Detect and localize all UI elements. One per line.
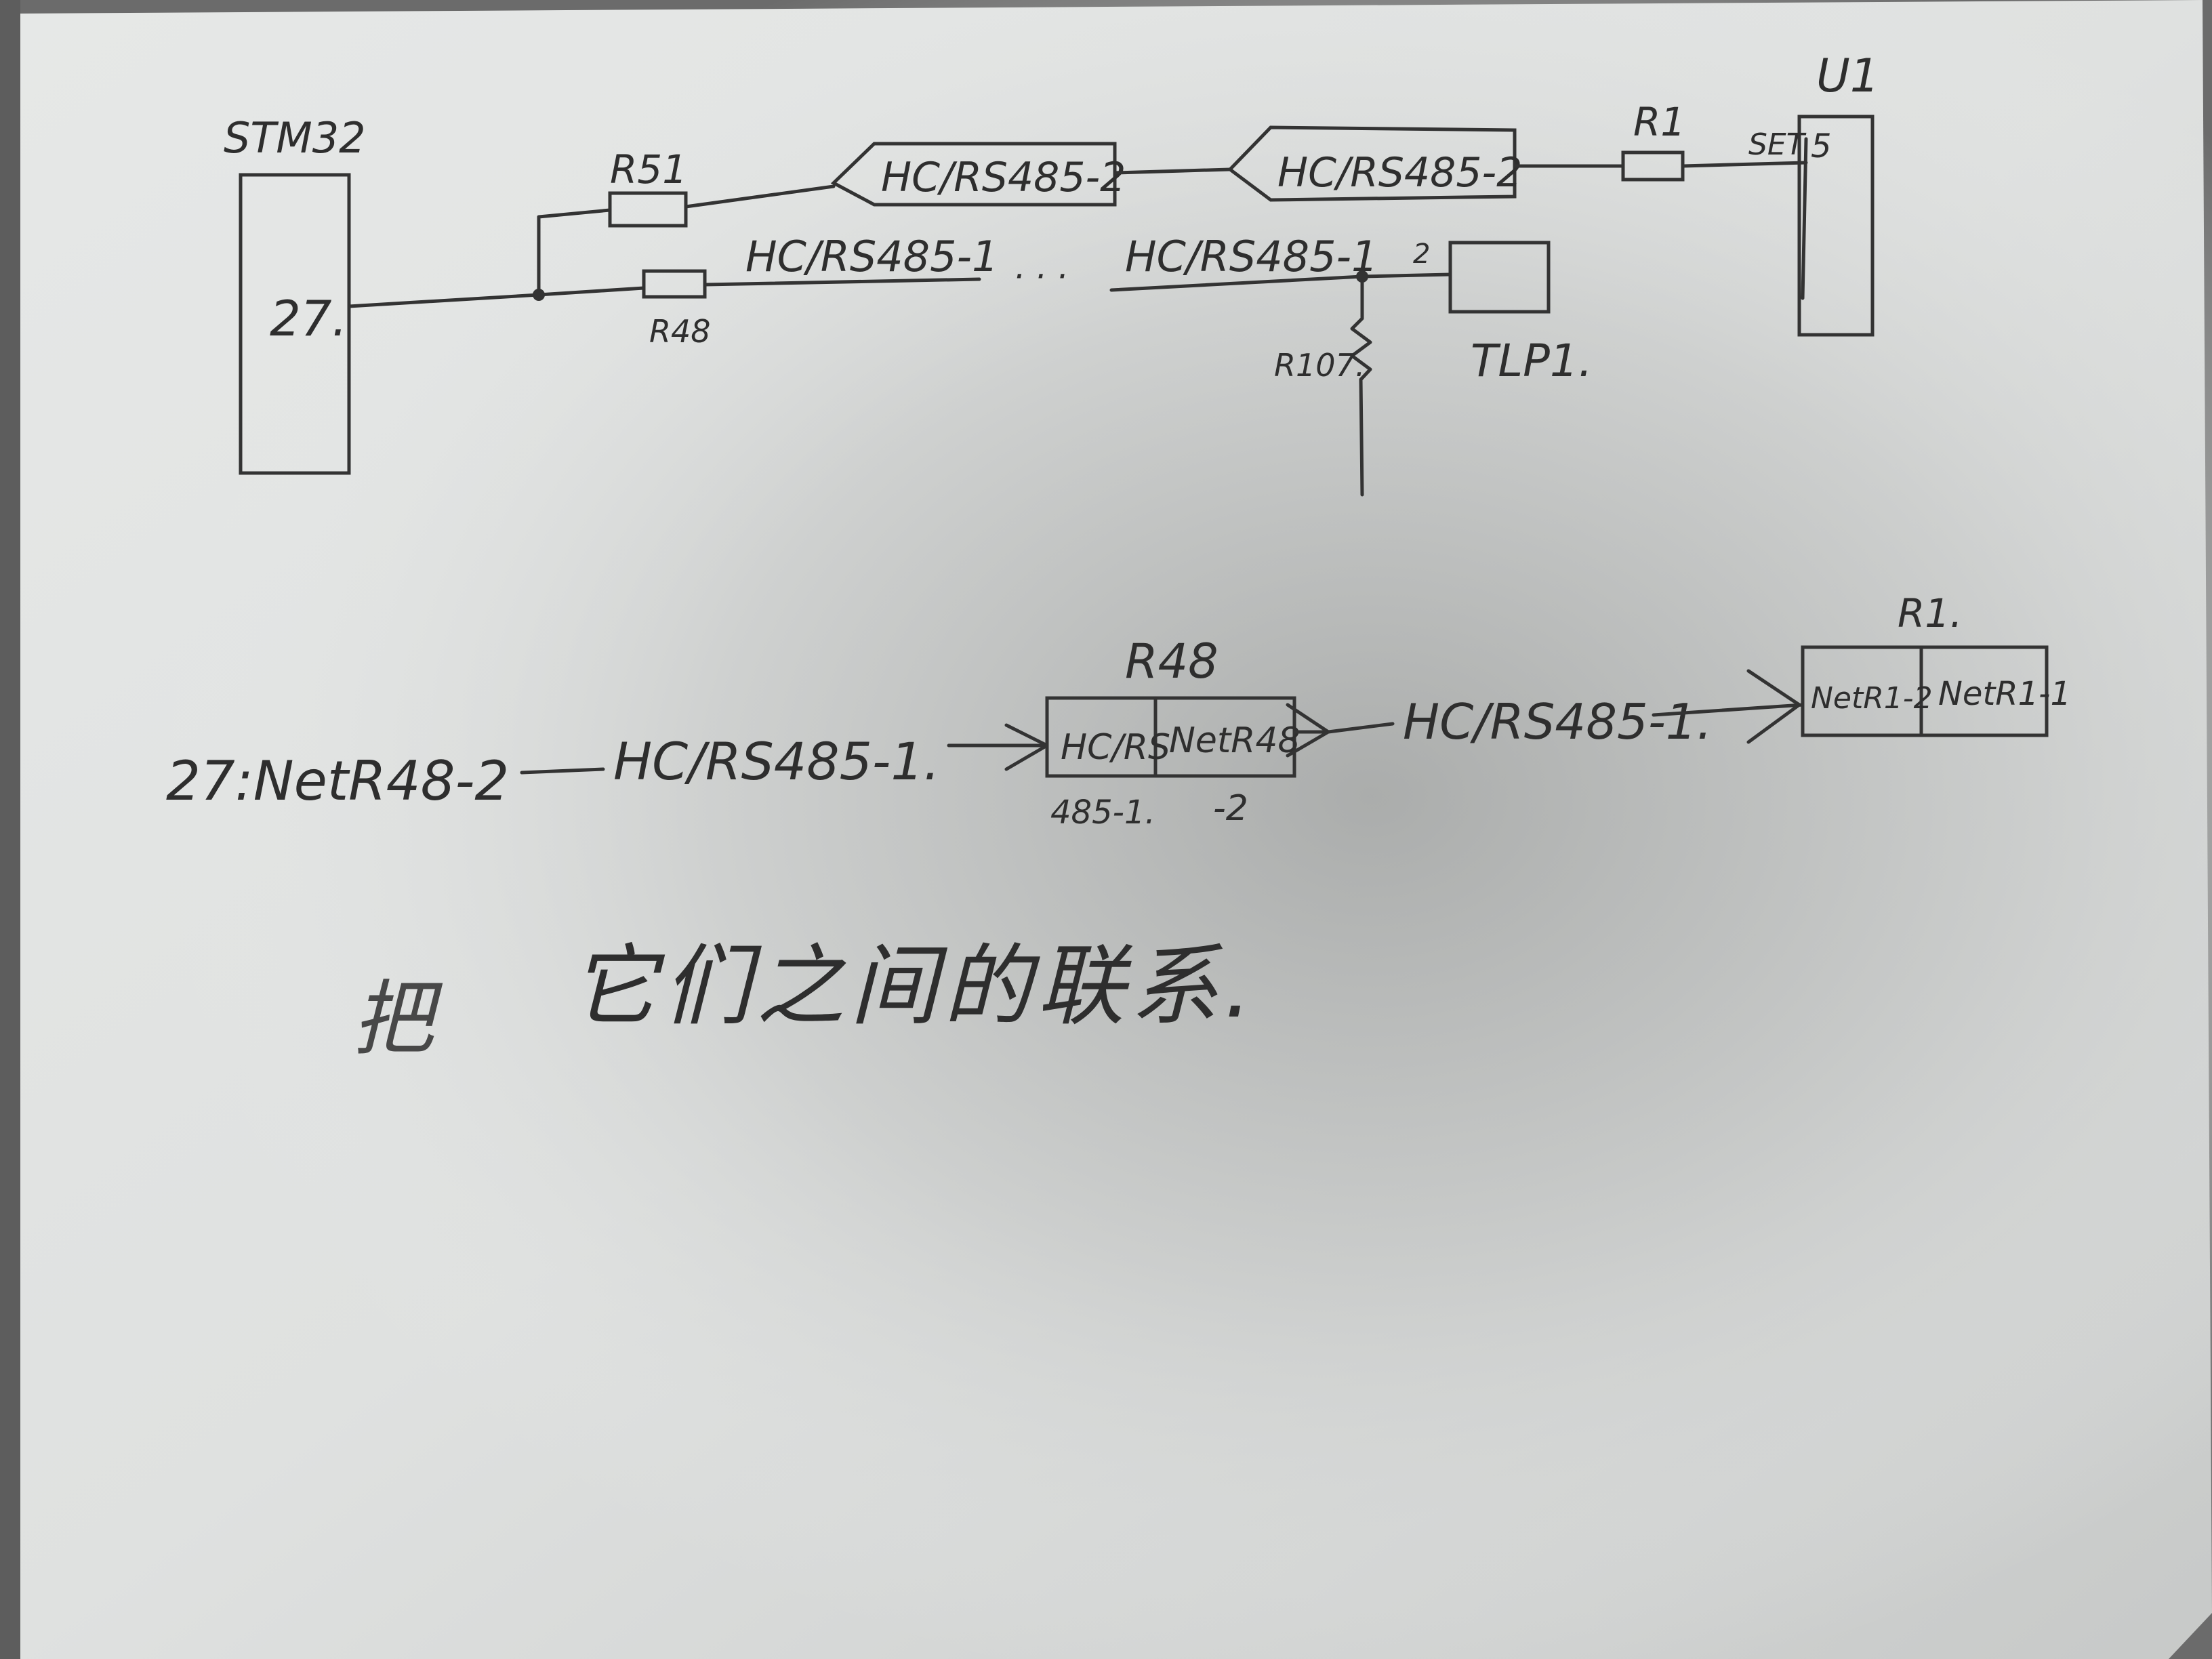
net-ellipsis: · · · xyxy=(1013,257,1067,296)
u1-chip xyxy=(1797,115,1875,337)
netlist-r48-cell2-sub: -2 xyxy=(1213,788,1248,829)
note-text: 它们之间的联系. xyxy=(569,935,1257,1038)
resistor-r51 xyxy=(608,191,688,228)
stm32-label: STM32 xyxy=(224,113,366,163)
netlist-start: 27:NetR48-2 xyxy=(166,750,509,813)
r1-label: R1 xyxy=(1633,99,1685,145)
wire-r48-out xyxy=(703,277,981,287)
note-prefix: 把 xyxy=(352,972,443,1067)
r51-label: R51 xyxy=(610,146,687,192)
netlist-r48-cell1: HC/RS xyxy=(1061,727,1170,768)
netlist-arrow-1 xyxy=(947,723,1049,771)
netlist-net-left: HC/RS485-1. xyxy=(613,731,940,792)
wire-pin27 xyxy=(347,293,541,308)
r107-label: R107. xyxy=(1274,347,1365,384)
stm32-chip xyxy=(239,173,351,475)
wire-to-r48 xyxy=(537,286,646,297)
wire-r51-out xyxy=(684,184,836,209)
background-edge xyxy=(0,0,20,1659)
netlist-r1-cell2: NetR1-1 xyxy=(1938,675,2071,713)
netlist-dash-1 xyxy=(520,767,605,775)
netlist-r48-cell2: NetR48 xyxy=(1169,720,1300,761)
wire-ports-upper xyxy=(1113,167,1232,175)
netlist-arrow-2 xyxy=(1286,703,1395,758)
tlp1-pin: 2 xyxy=(1413,239,1430,270)
tlp1-chip xyxy=(1448,241,1551,314)
port-hc-rs485-2-right-label: HC/RS485-2 xyxy=(1277,149,1522,197)
port-hc-rs485-2-right xyxy=(1227,125,1517,202)
port-hc-rs485-2-left-label: HC/RS485-2 xyxy=(881,154,1126,201)
netlist-r1-cell1: NetR1-2 xyxy=(1811,681,1933,716)
netlist-r1-box xyxy=(1801,645,2049,737)
wire-net-right xyxy=(1109,274,1364,292)
wire-branch-up xyxy=(537,208,612,297)
wire-r107 xyxy=(1350,274,1372,497)
wire-r1-to-u1 xyxy=(1681,161,1808,168)
netlist-arrow-3 xyxy=(1652,669,1805,744)
net-hc-rs485-1-left: HC/RS485-1 xyxy=(745,232,998,281)
netlist-r48-title: R48 xyxy=(1125,634,1218,689)
netlist-r1-title: R1. xyxy=(1898,590,1963,636)
wire-to-tlp1 xyxy=(1360,272,1452,279)
u1-pin-name: SET xyxy=(1748,127,1807,162)
stm32-pin-label: 27. xyxy=(270,290,348,347)
u1-pin-number: 5 xyxy=(1811,127,1832,165)
net-hc-rs485-1-right: HC/RS485-1 xyxy=(1125,232,1378,281)
r48-label: R48 xyxy=(649,313,711,350)
tlp1-label: TLP1. xyxy=(1471,335,1593,387)
netlist-r48-cell1-sub: 485-1. xyxy=(1050,794,1155,832)
netlist-net-right: HC/RS485-1. xyxy=(1403,693,1713,750)
u1-label: U1 xyxy=(1816,49,1879,103)
netlist-r48-box xyxy=(1045,696,1296,778)
u1-inner-line xyxy=(1801,137,1808,300)
